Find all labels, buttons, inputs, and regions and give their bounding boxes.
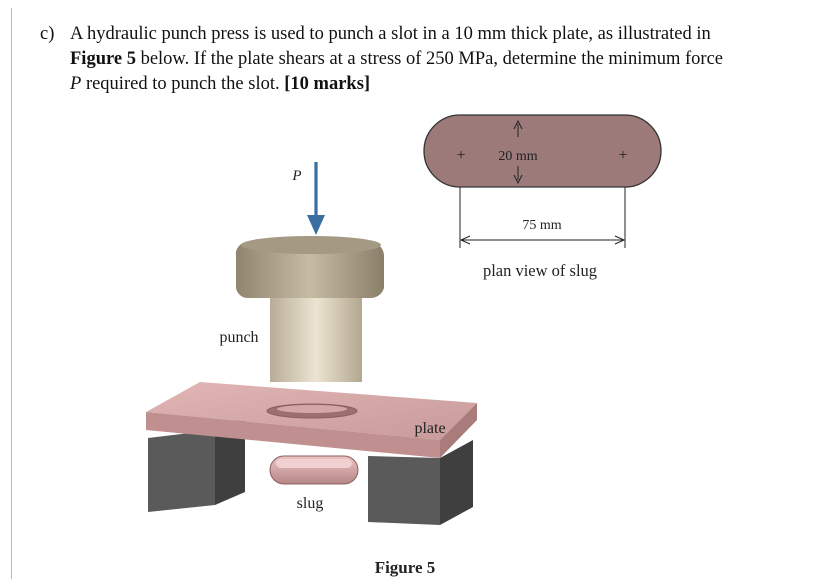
marks-label: [10 marks] (284, 74, 371, 94)
question-line-2: below. If the plate shears at a stress o… (135, 49, 723, 69)
punch-head-top (241, 236, 381, 254)
length-dimension-label: 75 mm (522, 218, 561, 233)
plate-front-face (146, 412, 440, 458)
force-arrow-down-icon (307, 215, 325, 235)
figure-reference: Figure 5 (70, 49, 136, 69)
slug-label: slug (297, 495, 324, 512)
left-support-front (148, 430, 215, 512)
right-center-mark: + (618, 147, 627, 164)
slug-top-face (276, 459, 352, 468)
punch-label: punch (219, 329, 258, 346)
width-arrow-down-icon (513, 174, 523, 185)
plan-view-caption: plan view of slug (483, 261, 597, 280)
question-body: A hydraulic punch press is used to punch… (70, 22, 815, 97)
plan-view-of-slug: + + 20 mm 75 mm plan view of slug (423, 114, 662, 280)
question-letter: c) (40, 24, 55, 44)
force-arrow: P (291, 162, 325, 235)
right-support-front (368, 456, 440, 525)
plate-side-face (440, 403, 477, 458)
punch-head (235, 241, 384, 299)
punch: punch (219, 236, 384, 382)
force-variable: P (70, 74, 82, 94)
length-arrow-left-icon (459, 235, 471, 245)
width-arrow-up-icon (513, 119, 523, 130)
figure-caption: Figure 5 (375, 558, 436, 577)
force-label: P (291, 168, 301, 184)
page-border (11, 8, 12, 579)
plate: plate (146, 382, 477, 458)
right-support-side (440, 440, 473, 525)
slug-object: slug (269, 455, 359, 512)
plate-slot-inner (277, 405, 347, 413)
question-line-3: required to punch the slot. (81, 74, 285, 94)
plate-label: plate (414, 420, 445, 437)
question-line-1: A hydraulic punch press is used to punch… (70, 24, 711, 44)
width-dimension-label: 20 mm (498, 149, 537, 164)
left-center-mark: + (456, 147, 465, 164)
support-blocks (148, 416, 473, 525)
length-arrow-right-icon (614, 235, 626, 245)
